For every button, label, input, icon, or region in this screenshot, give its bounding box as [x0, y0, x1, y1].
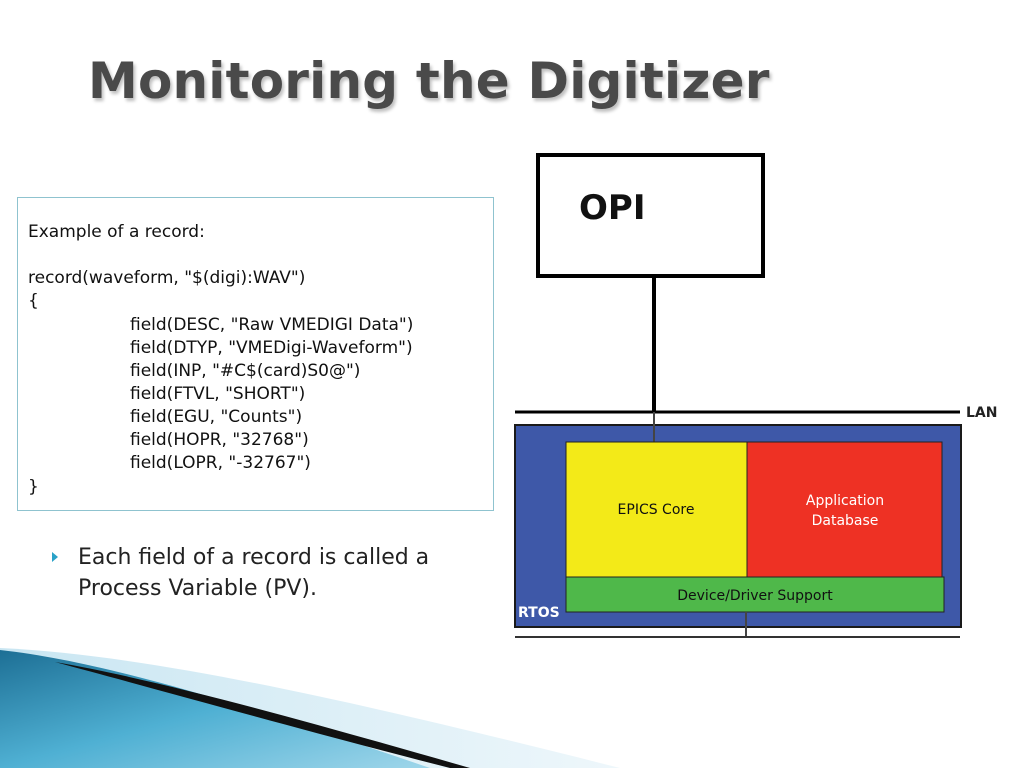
rtos-label: RTOS [518, 605, 560, 621]
code-line-field-desc: field(DESC, "Raw VMEDIGI Data") [130, 315, 414, 335]
bullet-item: Each field of a record is called a Proce… [52, 542, 492, 604]
code-line-open-brace: { [28, 291, 39, 311]
device-driver-support-box [565, 576, 945, 613]
epics-core-box [565, 441, 748, 578]
lan-label: LAN [966, 405, 997, 421]
bullet-text: Each field of a record is called a Proce… [78, 545, 430, 601]
code-line-record: record(waveform, "$(digi):WAV") [28, 268, 306, 288]
code-line-field-hopr: field(HOPR, "32768") [130, 430, 309, 450]
application-database-box [746, 441, 943, 578]
device-driver-support-label: Device/Driver Support [677, 588, 833, 604]
code-line-field-dtyp: field(DTYP, "VMEDigi-Waveform") [130, 338, 413, 358]
code-line-intro: Example of a record: [28, 222, 205, 242]
code-line-close-brace: } [28, 477, 39, 497]
code-line-field-inp: field(INP, "#C$(card)S0@") [130, 361, 361, 381]
application-database-label-1: Application [806, 493, 884, 509]
bullet-arrow-icon [52, 552, 58, 562]
slide-title: Monitoring the Digitizer [88, 52, 770, 110]
opi-box [536, 153, 765, 278]
decorative-swoosh [0, 648, 620, 768]
code-line-field-ftvl: field(FTVL, "SHORT") [130, 384, 306, 404]
record-example-box: Example of a record: record(waveform, "$… [17, 197, 494, 511]
application-database-label-2: Database [812, 513, 879, 529]
code-line-field-lopr: field(LOPR, "-32767") [130, 453, 311, 473]
epics-core-label: EPICS Core [618, 502, 695, 518]
code-line-field-egu: field(EGU, "Counts") [130, 407, 303, 427]
opi-label: OPI [579, 188, 645, 228]
